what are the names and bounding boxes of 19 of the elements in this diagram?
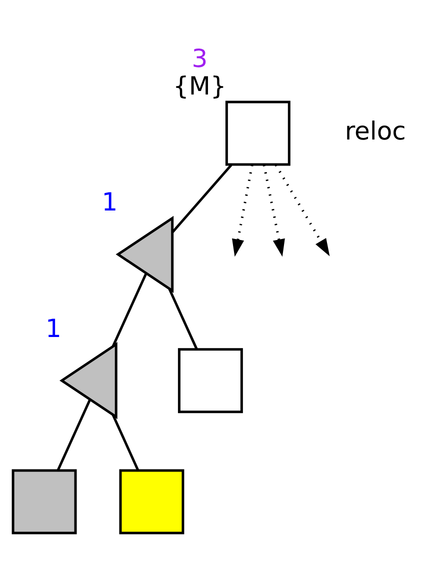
label: reloc	[344, 116, 406, 145]
node-box	[225, 100, 290, 166]
node-label: {M}	[172, 70, 226, 100]
connector	[112, 414, 140, 470]
arrow	[262, 164, 285, 256]
node-label: 3	[192, 43, 208, 72]
node-box	[178, 348, 243, 413]
node-box	[12, 468, 77, 534]
arrow	[232, 164, 254, 256]
connector	[112, 272, 148, 346]
arrow	[274, 164, 330, 256]
node-triangle	[60, 342, 118, 419]
connector	[171, 164, 232, 233]
node-box	[119, 468, 184, 534]
connector	[56, 398, 91, 470]
connector	[168, 288, 198, 350]
node-label: 1	[102, 187, 118, 216]
node-label: 1	[46, 313, 62, 342]
node-triangle	[116, 215, 174, 292]
